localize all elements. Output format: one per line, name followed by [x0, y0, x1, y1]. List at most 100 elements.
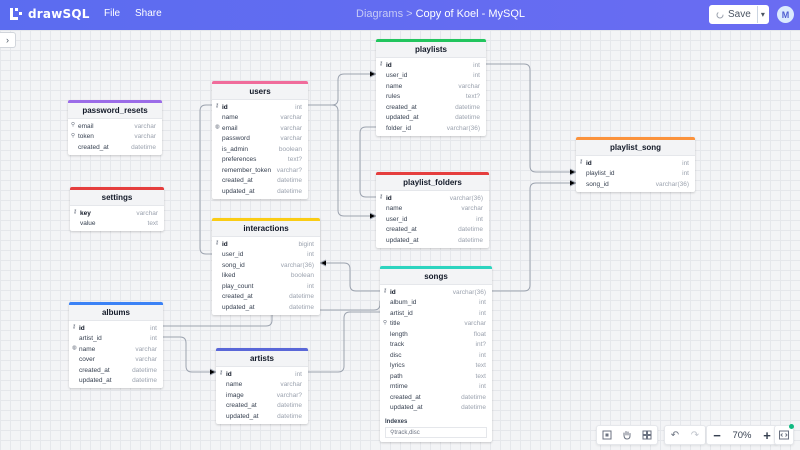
- primary-key-icon: ⚷: [219, 370, 224, 376]
- menu-file[interactable]: File: [104, 8, 121, 19]
- sidebar-toggle-chevron-right-icon[interactable]: ›: [0, 32, 16, 48]
- table-color-bar: [376, 172, 489, 175]
- save-options-chevron-icon[interactable]: ▾: [760, 10, 765, 19]
- code-view-icon[interactable]: [775, 426, 793, 444]
- zoom-out-button[interactable]: −: [713, 427, 721, 443]
- pan-hand-icon[interactable]: [617, 426, 637, 444]
- primary-key-icon: ⚷: [215, 240, 220, 246]
- column-type: int: [479, 383, 486, 391]
- column-name: artist_id: [390, 309, 413, 317]
- grid-layout-icon[interactable]: [637, 426, 657, 444]
- redo-icon[interactable]: ↷: [690, 429, 700, 441]
- breadcrumb-diagrams[interactable]: Diagrams >: [356, 8, 413, 20]
- app-logo[interactable]: drawSQL: [9, 7, 90, 21]
- user-avatar[interactable]: M: [777, 6, 794, 23]
- column-type: varchar: [280, 135, 302, 143]
- table-title: settings: [70, 190, 164, 206]
- unique-icon: ◍: [72, 345, 77, 351]
- zoom-in-button[interactable]: +: [763, 427, 771, 443]
- undo-icon[interactable]: ↶: [670, 429, 680, 441]
- column-name: liked: [222, 272, 236, 280]
- menu-share[interactable]: Share: [135, 8, 162, 19]
- fit-to-screen-icon[interactable]: [597, 426, 617, 444]
- column-name: id: [222, 103, 228, 111]
- save-button[interactable]: Save: [710, 6, 758, 23]
- diagram-title[interactable]: Copy of Koel - MySQL: [415, 8, 526, 20]
- index-item[interactable]: ⚲ track,disc: [385, 427, 487, 438]
- column-name: updated_at: [386, 236, 419, 244]
- table-title: artists: [216, 351, 308, 367]
- column-type: varchar: [135, 345, 157, 353]
